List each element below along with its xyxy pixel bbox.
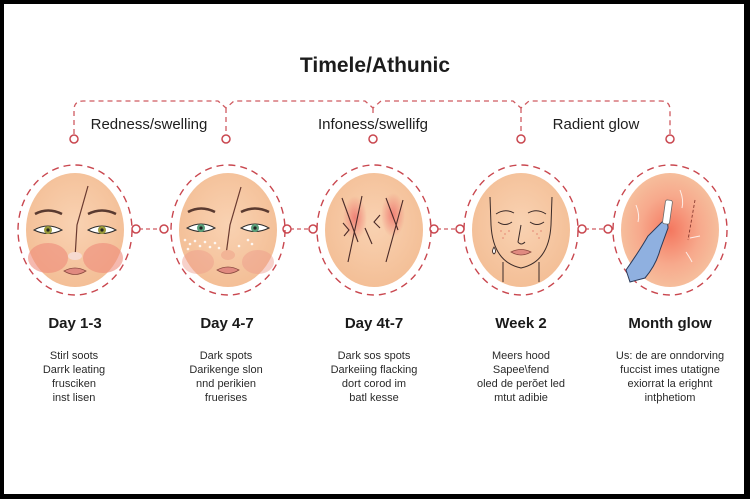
- desc-line: Darkeiing flacking: [330, 364, 418, 376]
- step-circle-outlines: [17, 164, 728, 296]
- desc-line: exiorrat la erighnt: [627, 378, 713, 390]
- desc-line: Dark spots: [199, 350, 253, 362]
- phase-label-infoness: Infoness/swellifg: [315, 116, 431, 133]
- step-label-2: Day 4-7: [200, 315, 254, 332]
- desc-line: Us: de are onndorving: [615, 350, 725, 362]
- step-description-5: Us: de are onndorving fuccist imes utati…: [616, 349, 724, 405]
- infographic-canvas: Timele/Athunic: [4, 4, 744, 494]
- desc-line: Dark sos spots: [337, 350, 411, 362]
- step-connectors: [131, 224, 613, 234]
- step-label-3: Day 4t-7: [344, 315, 404, 332]
- page-title: Timele/Athunic: [299, 54, 451, 77]
- desc-line: dort corod im: [341, 378, 407, 390]
- desc-line: frusciken: [51, 378, 97, 390]
- desc-line: inst lisen: [52, 392, 96, 404]
- step-label-5: Month glow: [628, 315, 712, 332]
- desc-line: Meers hood: [491, 350, 551, 362]
- desc-line: nnd perikien: [196, 378, 256, 390]
- skin-flaking-closeup-icon: [325, 173, 423, 287]
- face-healing-icon: [472, 173, 570, 287]
- desc-line: mtut adibie: [494, 392, 548, 404]
- desc-line: fruerises: [204, 392, 248, 404]
- desc-line: Stirl soots: [49, 350, 99, 362]
- phase-label-radient-glow: Radient glow: [550, 116, 642, 133]
- step-label-1: Day 1-3: [48, 315, 102, 332]
- desc-line: oled de perŏet led: [476, 378, 566, 390]
- desc-line: batl kesse: [349, 392, 399, 404]
- timeline-graphics: [17, 100, 728, 296]
- desc-line: Darikenge slon: [189, 364, 263, 376]
- desc-line: intþhetiom: [644, 392, 696, 404]
- phase-label-redness: Redness/swelling: [88, 116, 210, 133]
- step-description-3: Dark sos spots Darkeiing flacking dort c…: [331, 349, 418, 405]
- face-redness-icon: [26, 173, 124, 287]
- face-dark-spots-icon: [179, 173, 277, 287]
- bracket-node-dots: [69, 134, 675, 144]
- desc-line: Sapee\fend: [492, 364, 550, 376]
- step-label-4: Week 2: [495, 315, 547, 332]
- step-description-2: Dark spots Darikenge slon nnd perikien f…: [189, 349, 262, 405]
- step-description-1: Stirl soots Darrk leating frusciken inst…: [43, 349, 105, 405]
- gloved-hand-applying-icon: [621, 173, 719, 287]
- desc-line: fuccist imes utatigne: [620, 364, 720, 376]
- desc-line: Darrk leating: [42, 364, 106, 376]
- step-description-4: Meers hood Sapee\fend oled de perŏet led…: [477, 349, 565, 405]
